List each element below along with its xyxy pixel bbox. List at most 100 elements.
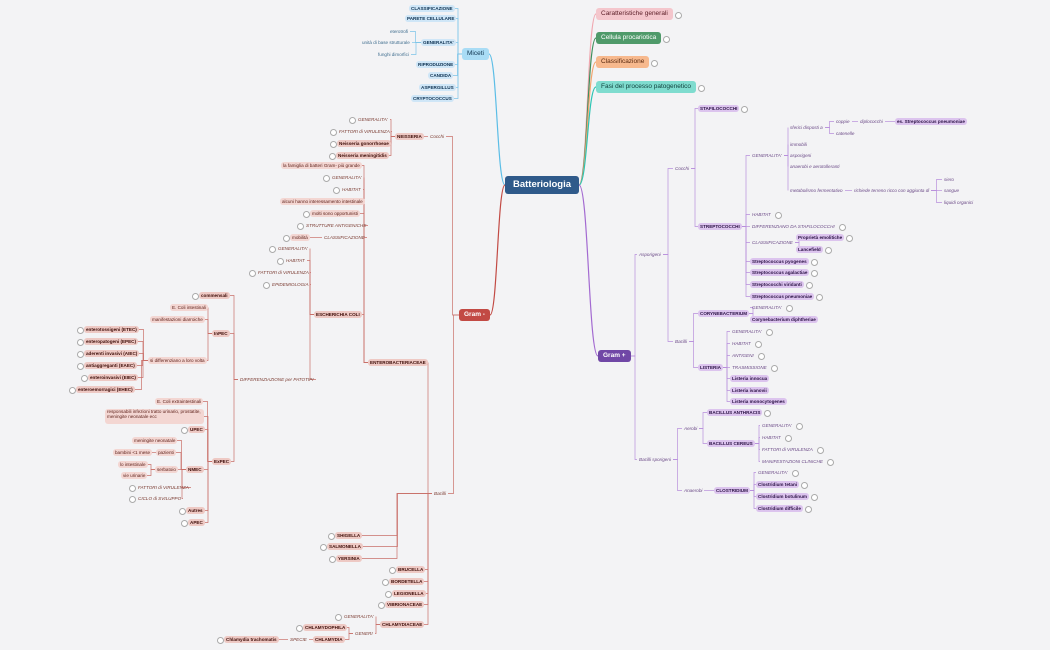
- gramneg-bacilli[interactable]: Bacilli: [434, 491, 446, 496]
- entero-classificazione[interactable]: CLASSIFICAZIONE: [324, 235, 365, 240]
- gramplus-cocchi[interactable]: Cocchi: [675, 166, 690, 171]
- collapse-toggle-icon[interactable]: [129, 485, 136, 492]
- collapse-toggle-icon[interactable]: [69, 387, 76, 394]
- collapse-toggle-icon[interactable]: [303, 211, 310, 218]
- strepto-anaerobi[interactable]: anaerobi e aerotolleranti: [790, 164, 840, 169]
- collapse-toggle-icon[interactable]: [249, 270, 256, 277]
- coryne-generalita[interactable]: GENERALITA': [752, 305, 782, 310]
- gramplus-bacilli[interactable]: Bacilli: [675, 339, 687, 344]
- expec-nmec[interactable]: NMEC: [186, 466, 204, 473]
- strepto-pneumoniae-example[interactable]: es. Streptococcus pneumoniae: [895, 118, 967, 125]
- collapse-toggle-icon[interactable]: [663, 35, 670, 43]
- entero-famiglia[interactable]: la famiglia di batteri Gram- più grande: [281, 162, 362, 169]
- collapse-toggle-icon[interactable]: [77, 363, 84, 370]
- strepto-terreno[interactable]: richiede terreno ricco con aggiunta di: [854, 188, 930, 193]
- cereus-habitat[interactable]: HABITAT: [762, 435, 781, 440]
- ecoli-expec[interactable]: ExPEC: [212, 458, 232, 465]
- inpec-diarroiche[interactable]: manifestazioni diarroiche: [150, 316, 205, 323]
- expec-apec[interactable]: APEC: [188, 519, 205, 526]
- ecoli-commensali[interactable]: commensali: [199, 292, 230, 299]
- collapse-toggle-icon[interactable]: [698, 84, 705, 92]
- collapse-toggle-icon[interactable]: [269, 246, 276, 253]
- gramneg-cocchi[interactable]: Cocchi: [430, 134, 445, 139]
- expec-responsabili[interactable]: responsabili infezioni tratto urinario, …: [105, 409, 204, 424]
- miceti-candida[interactable]: CANDIDA: [428, 72, 454, 79]
- neisseria-generalita[interactable]: GENERALITA': [358, 117, 388, 122]
- listeria[interactable]: LISTERIA: [698, 364, 723, 371]
- collapse-toggle-icon[interactable]: [827, 459, 834, 466]
- collapse-toggle-icon[interactable]: [764, 410, 771, 417]
- listeria-innocua[interactable]: Listeria innocua: [730, 375, 770, 382]
- collapse-toggle-icon[interactable]: [846, 235, 853, 242]
- salmonella[interactable]: SALMONELLA: [327, 543, 363, 550]
- collapse-toggle-icon[interactable]: [192, 293, 199, 300]
- branch-classificazione[interactable]: Classificazione: [596, 56, 650, 68]
- collapse-toggle-icon[interactable]: [330, 141, 337, 148]
- strepto-diplococchi[interactable]: diplococchi: [860, 119, 883, 124]
- clostridium-tetani[interactable]: Clostridium tetani: [756, 481, 800, 488]
- collapse-toggle-icon[interactable]: [328, 533, 335, 540]
- gramplus-bacilli-sporigeni[interactable]: Bacilli sporigeni: [639, 457, 671, 462]
- vibrionaceae[interactable]: VIBRIONACEAE: [385, 601, 425, 608]
- terreno-liquidi[interactable]: liquidi organici: [944, 200, 974, 205]
- collapse-toggle-icon[interactable]: [805, 506, 812, 513]
- terreno-sangue[interactable]: sangue: [944, 188, 960, 193]
- strepto-pyogenes[interactable]: Streptococcus pyogenes: [750, 258, 809, 265]
- terreno-siero[interactable]: siero: [944, 177, 954, 182]
- miceti-classificazione[interactable]: CLASSIFICAZIONE: [409, 5, 455, 12]
- strepto-classificazione[interactable]: CLASSIFICAZIONE: [752, 240, 793, 245]
- collapse-toggle-icon[interactable]: [811, 494, 818, 501]
- inpec-epec[interactable]: enteropatogeni (EPEC): [84, 338, 139, 345]
- nmec-pazienti[interactable]: pazienti: [156, 449, 176, 456]
- strepto-coppie[interactable]: coppie: [836, 119, 850, 124]
- collapse-toggle-icon[interactable]: [741, 106, 748, 113]
- inpec-ehec[interactable]: enteroemorragici (EHEC): [76, 386, 135, 393]
- branch-gram-positivi[interactable]: Gram +: [598, 350, 631, 362]
- collapse-toggle-icon[interactable]: [775, 212, 782, 219]
- clostridium-generalita[interactable]: GENERALITA': [758, 470, 788, 475]
- collapse-toggle-icon[interactable]: [333, 187, 340, 194]
- collapse-toggle-icon[interactable]: [755, 341, 762, 348]
- nmec-intestinale[interactable]: lo intestinale: [118, 461, 148, 468]
- inpec-etec[interactable]: enterotossigeni (ETEC): [84, 326, 139, 333]
- collapse-toggle-icon[interactable]: [179, 508, 186, 515]
- entero-mobilita[interactable]: mobilità: [290, 234, 310, 241]
- bacillus-cereus[interactable]: BACILLUS CEREUS: [707, 440, 755, 447]
- strepto-pneumoniae[interactable]: Streptococcus pneumoniae: [750, 293, 815, 300]
- collapse-toggle-icon[interactable]: [816, 294, 823, 301]
- chlamydia[interactable]: CHLAMYDIA: [313, 636, 345, 643]
- neisseria-meningitidis[interactable]: Neisseria meningitidis: [336, 152, 389, 159]
- gramplus-aerobi[interactable]: Aerobi: [684, 426, 698, 431]
- cereus-generalita[interactable]: GENERALITA': [762, 423, 792, 428]
- collapse-toggle-icon[interactable]: [181, 427, 188, 434]
- listeria-trasmissione[interactable]: TRASMISSIONE: [732, 365, 767, 370]
- nmec-serbatoio[interactable]: serbatoio: [155, 466, 178, 473]
- cereus-manifestazioni[interactable]: MANIFESTAZIONI CLINICHE: [762, 459, 823, 464]
- stafilococchi[interactable]: STAFILOCOCCHI: [698, 105, 740, 112]
- ecoli-epidemiologia[interactable]: EPIDEMIOLOGIA: [272, 282, 309, 287]
- class-lancefield[interactable]: Lancefield: [796, 246, 823, 253]
- corynebacterium[interactable]: CORYNEBACTERIUM: [698, 310, 750, 317]
- entero-habitat[interactable]: HABITAT: [342, 187, 361, 192]
- strepto-habitat[interactable]: HABITAT: [752, 212, 771, 217]
- expec-autres[interactable]: Autres: [186, 507, 205, 514]
- yersinia[interactable]: YERSINIA: [336, 555, 362, 562]
- collapse-toggle-icon[interactable]: [277, 258, 284, 265]
- shigella[interactable]: SHIGELLA: [335, 532, 363, 539]
- strepto-metabolismo[interactable]: metabolismo fermentativo: [790, 188, 843, 193]
- collapse-toggle-icon[interactable]: [77, 327, 84, 334]
- strepto-viridanti[interactable]: Streptococchi viridanti: [750, 281, 804, 288]
- strepto-immobili[interactable]: immobili: [790, 142, 807, 147]
- collapse-toggle-icon[interactable]: [297, 223, 304, 230]
- collapse-toggle-icon[interactable]: [77, 351, 84, 358]
- collapse-toggle-icon[interactable]: [817, 447, 824, 454]
- collapse-toggle-icon[interactable]: [320, 544, 327, 551]
- miceti-cryptococcus[interactable]: CRYPTOCOCCUS: [411, 95, 454, 102]
- collapse-toggle-icon[interactable]: [785, 435, 792, 442]
- collapse-toggle-icon[interactable]: [651, 59, 658, 67]
- neisseria-gonorrhoeae[interactable]: Neisseria gonorrhoeae: [337, 140, 391, 147]
- inpec-differenziano[interactable]: si differenziano a loro volta: [148, 357, 207, 364]
- collapse-toggle-icon[interactable]: [801, 482, 808, 489]
- collapse-toggle-icon[interactable]: [766, 329, 773, 336]
- cereus-fattori-virulenza[interactable]: FATTORI di VIRULENZA: [762, 447, 813, 452]
